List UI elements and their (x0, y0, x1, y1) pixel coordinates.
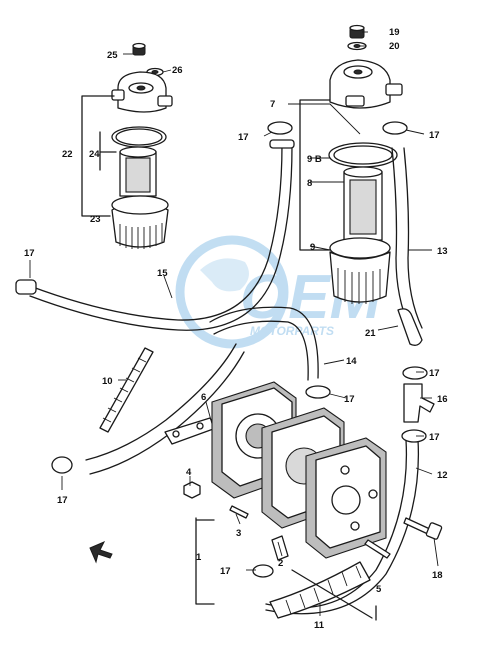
fuel-pump-assembly (164, 381, 443, 621)
callout-12: 12 (437, 470, 448, 481)
callout-17-lower-right: 17 (429, 432, 440, 443)
callout-18: 18 (432, 570, 443, 581)
callout-8: 8 (307, 178, 312, 189)
callout-17-mid: 17 (344, 394, 355, 405)
callout-16: 16 (437, 394, 448, 405)
callout-10: 10 (102, 376, 113, 387)
callout-25: 25 (107, 50, 118, 61)
callout-26: 26 (172, 65, 183, 76)
callout-9: 9 (310, 242, 315, 253)
callout-23: 23 (90, 214, 101, 225)
callout-17-top-left: 17 (238, 132, 249, 143)
joint-y (403, 383, 435, 423)
callout-14: 14 (346, 356, 357, 367)
watermark-tagline: MOTORPARTS (250, 324, 334, 338)
callout-11: 11 (314, 620, 325, 631)
callout-19: 19 (389, 27, 400, 38)
callout-2: 2 (278, 558, 283, 569)
callout-13: 13 (437, 246, 448, 257)
group-brackets (81, 95, 331, 251)
callout-3: 3 (236, 528, 241, 539)
callout-24: 24 (89, 149, 100, 160)
callout-17-far-left: 17 (24, 248, 35, 259)
callout-17-top-right: 17 (429, 130, 440, 141)
callout-9b: 9 B (307, 154, 322, 165)
callout-4: 4 (186, 467, 192, 478)
leader-lines (29, 31, 439, 616)
callout-1: 1 (196, 552, 202, 563)
callout-17-bottom: 17 (220, 566, 231, 577)
fuel-filter-right (328, 24, 403, 304)
callout-20: 20 (389, 41, 400, 52)
front-direction-arrow-icon (89, 541, 113, 564)
callout-7: 7 (270, 99, 275, 110)
callout-labels: 25 26 22 24 23 19 20 7 17 17 9 B 8 9 13 … (24, 27, 448, 631)
fuel-filter-left (111, 42, 173, 249)
callout-17-lower-left: 17 (57, 495, 68, 506)
callout-17-mid-right: 17 (429, 368, 440, 379)
callout-5: 5 (376, 584, 382, 595)
callout-21: 21 (365, 328, 376, 339)
fuel-hoses (29, 139, 423, 619)
callout-22: 22 (62, 149, 73, 160)
watermark-globe-icon (175, 235, 289, 349)
callout-15: 15 (157, 268, 168, 279)
hose-clamps (15, 121, 428, 578)
callout-6: 6 (201, 392, 206, 403)
